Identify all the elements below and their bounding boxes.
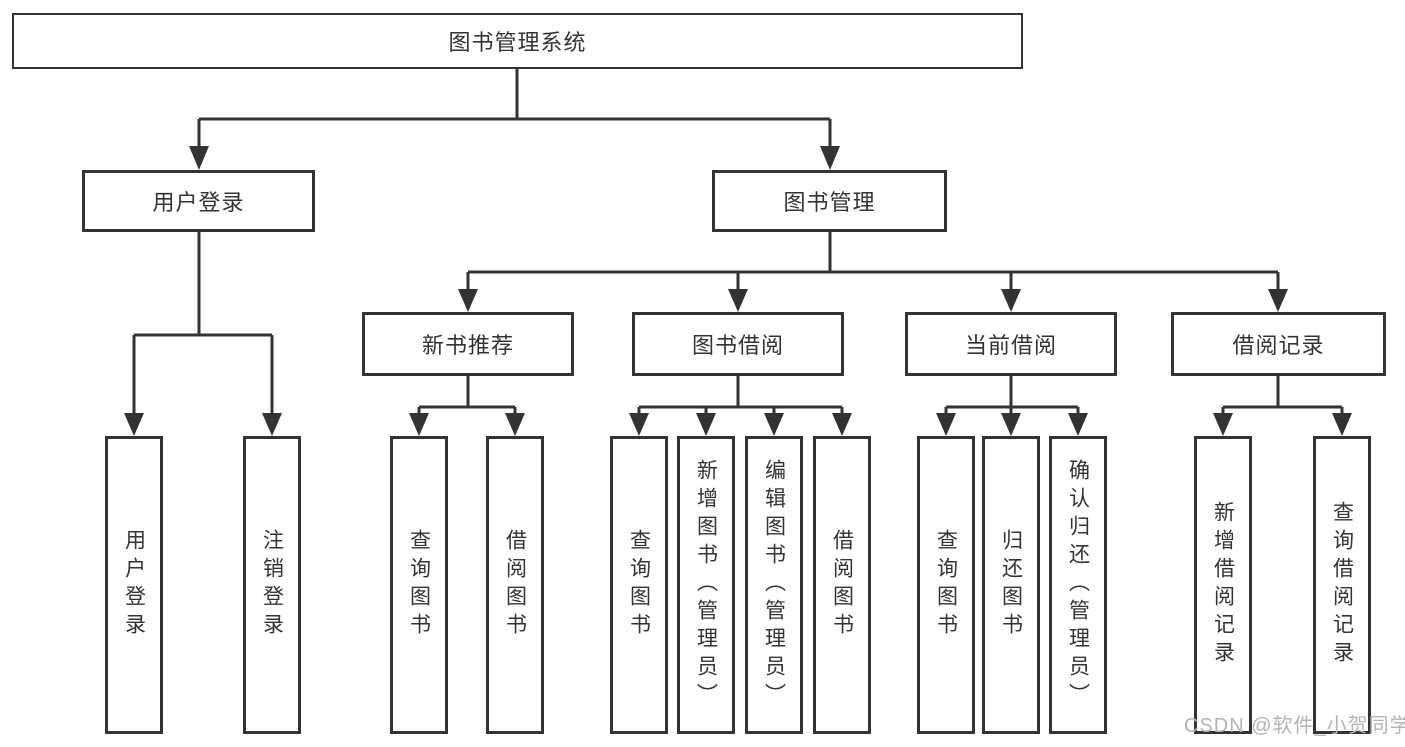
node-label: 借阅记录 [1232, 333, 1325, 358]
node-current-borrow: 当前借阅 [905, 312, 1117, 376]
leaf-edit-books-admin: 编辑图书（管理员） [745, 436, 803, 734]
leaf-label: 借阅图书 [830, 529, 854, 641]
node-book-management: 图书管理 [712, 170, 947, 232]
leaf-add-borrow-record: 新增借阅记录 [1194, 436, 1252, 734]
node-label: 当前借阅 [964, 333, 1057, 358]
leaf-label: 注销登录 [260, 529, 284, 641]
leaf-label: 用户登录 [122, 529, 146, 641]
leaf-confirm-return-admin: 确认归还（管理员） [1049, 436, 1107, 734]
node-label: 图书管理 [783, 190, 876, 215]
node-new-book-recommend: 新书推荐 [362, 312, 574, 376]
leaf-label: 查询图书 [627, 529, 651, 641]
leaf-label: 归还图书 [999, 529, 1023, 641]
leaf-label: 确认归还（管理员） [1066, 459, 1090, 711]
node-book-borrow: 图书借阅 [632, 312, 844, 376]
leaf-borrow-books-recommend: 借阅图书 [486, 436, 544, 734]
node-label: 用户登录 [152, 190, 245, 215]
leaf-return-books: 归还图书 [982, 436, 1040, 734]
leaf-borrow-books: 借阅图书 [813, 436, 871, 734]
leaf-user-login: 用户登录 [105, 436, 163, 734]
leaf-query-books-borrow: 查询图书 [610, 436, 668, 734]
leaf-label: 借阅图书 [503, 529, 527, 641]
leaf-label: 查询图书 [407, 529, 431, 641]
node-library-management-system: 图书管理系统 [12, 13, 1023, 69]
leaf-add-books-admin: 新增图书（管理员） [677, 436, 735, 734]
leaf-label: 新增图书（管理员） [694, 459, 718, 711]
leaf-label: 编辑图书（管理员） [762, 459, 786, 711]
leaf-label: 新增借阅记录 [1211, 501, 1235, 669]
leaf-label: 查询借阅记录 [1330, 501, 1354, 669]
csdn-watermark: CSDN @软件_小贺同学 [1184, 715, 1405, 737]
node-label: 新书推荐 [421, 333, 514, 358]
leaf-label: 查询图书 [934, 529, 958, 641]
node-label: 图书借阅 [691, 333, 784, 358]
leaf-query-books-current: 查询图书 [917, 436, 975, 734]
node-user-login: 用户登录 [82, 170, 315, 232]
leaf-logout: 注销登录 [243, 436, 301, 734]
leaf-query-books-recommend: 查询图书 [390, 436, 448, 734]
node-borrow-records: 借阅记录 [1171, 312, 1386, 376]
node-label: 图书管理系统 [448, 30, 587, 55]
leaf-query-borrow-record: 查询借阅记录 [1313, 436, 1371, 734]
